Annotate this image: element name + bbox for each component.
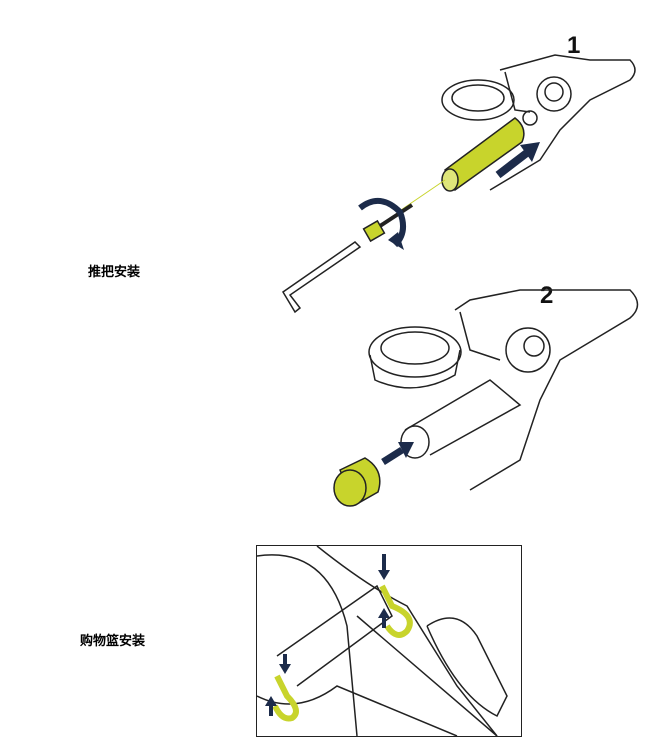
basket-strap-bottom [272, 674, 299, 722]
push-arrow-1 [495, 148, 531, 179]
green-tube [441, 117, 525, 192]
screw-bolt [362, 203, 414, 243]
step-1-number: 1 [567, 32, 581, 59]
push-arrow-2 [381, 447, 404, 465]
handlebar-install-heading: 推把安装 [88, 265, 141, 280]
basket-install-figure [256, 545, 522, 737]
handlebar-step1 [441, 54, 636, 191]
step-2-number: 2 [540, 282, 554, 309]
allen-key [281, 241, 362, 314]
handlebar-step2 [368, 289, 639, 491]
rotate-arrow [358, 198, 407, 248]
basket-install-heading: 购物篮安装 [80, 634, 146, 649]
green-end-cap [333, 457, 381, 507]
basket-strap-top [379, 584, 413, 638]
